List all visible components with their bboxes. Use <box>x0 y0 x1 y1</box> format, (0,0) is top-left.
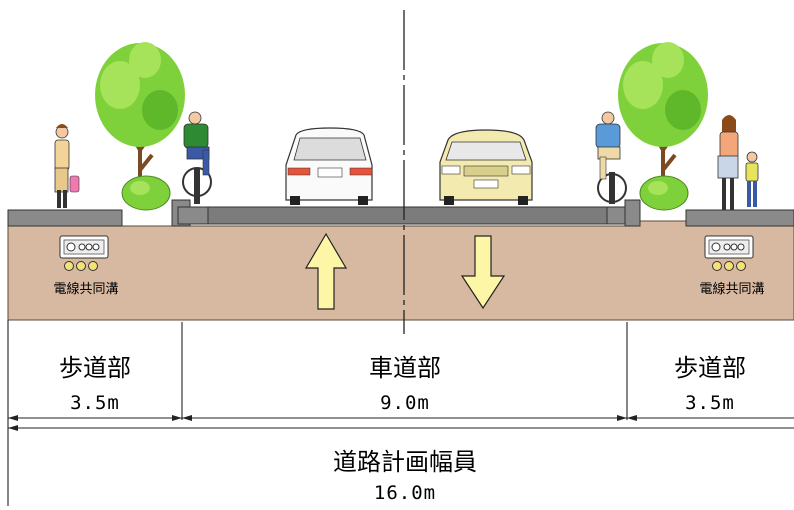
cyclist-left <box>182 111 212 204</box>
left-sidewalk-label: 歩道部 <box>59 354 131 382</box>
dimension-arrowheads <box>8 415 637 431</box>
arrow-down <box>460 235 506 310</box>
total-width-value: 16.0m <box>373 482 437 504</box>
left-sidewalk-surface <box>7 209 123 227</box>
pedestrians-right <box>717 115 759 210</box>
car-rear <box>285 127 373 205</box>
total-width-label: 道路計画幅員 <box>333 448 477 476</box>
carriageway-width: 9.0m <box>380 392 430 414</box>
car-front <box>439 129 533 205</box>
tree-left <box>95 42 185 200</box>
right-sidewalk-width: 3.5m <box>685 392 735 414</box>
tree-right <box>618 42 708 200</box>
right-sidewalk-label: 歩道部 <box>674 354 746 382</box>
right-sidewalk-surface <box>685 209 794 227</box>
left-sidewalk-width: 3.5m <box>70 392 120 414</box>
bush-right <box>639 175 689 211</box>
arrow-up <box>304 232 348 310</box>
pedestrian-left <box>54 124 80 208</box>
utility-duct-right <box>704 235 754 271</box>
right-curb <box>624 199 641 227</box>
cyclist-right <box>595 111 627 204</box>
carriageway-label: 車道部 <box>369 354 441 382</box>
bush-left <box>121 175 171 211</box>
utility-duct-label-right: 電線共同溝 <box>699 282 765 297</box>
utility-duct-left <box>59 235 109 271</box>
dimension-lines <box>7 320 794 506</box>
carriageway-pavement <box>189 206 626 225</box>
utility-duct-label-left: 電線共同溝 <box>53 282 119 297</box>
